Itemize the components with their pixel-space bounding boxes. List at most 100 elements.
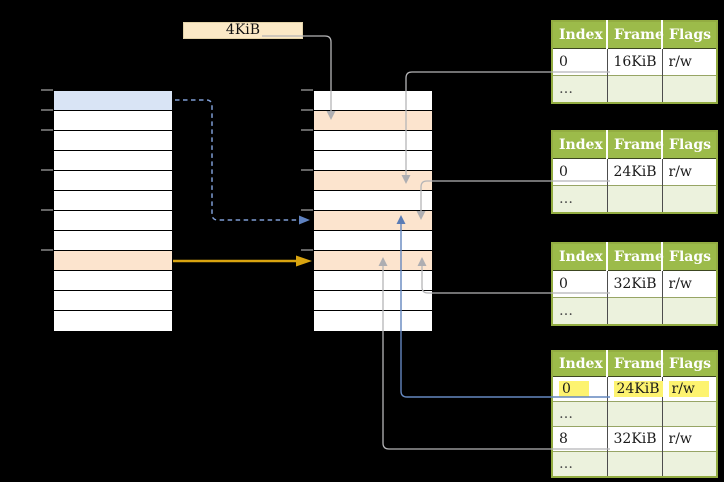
table-cell (661, 75, 717, 103)
page-size-label: 4KiB (183, 22, 303, 39)
table-header-cell: Flags (661, 21, 717, 49)
table-row: … (552, 451, 717, 477)
table-cell (661, 401, 717, 427)
memory-cell (54, 171, 172, 191)
table-cell: … (552, 185, 607, 213)
memory-cell (314, 211, 432, 231)
table-cell-text: … (559, 303, 573, 319)
table-row: … (552, 297, 717, 325)
memory-cell (314, 271, 432, 291)
table-header-cell: Frame (606, 131, 664, 159)
table-cell: 24KiB (606, 376, 663, 402)
table-cell-text: … (559, 456, 573, 472)
table-row: 0 32KiB r/w (552, 270, 717, 298)
memory-cell (54, 231, 172, 251)
arrowhead-right-icon (299, 215, 310, 225)
table-cell-text: r/w (668, 276, 692, 292)
table-row: 8 32KiB r/w (552, 426, 717, 452)
table-cell: 0 (552, 158, 607, 186)
table-cell: r/w (661, 426, 717, 452)
table-cell (606, 401, 662, 427)
table-row: 0 24KiB r/w (552, 376, 717, 402)
table-header-cell: Index (552, 243, 607, 271)
table-cell: 0 (552, 376, 607, 402)
table-cell-text: 32KiB (613, 431, 657, 447)
memory-cell (314, 151, 432, 171)
table-header-cell: Index (552, 131, 607, 159)
table-cell-text: … (559, 191, 573, 207)
table-cell-text: … (559, 406, 573, 422)
virtual-memory-column (53, 90, 173, 332)
table-cell: 32KiB (606, 270, 662, 298)
table-cell: 0 (552, 270, 607, 298)
table-cell-text: r/w (668, 381, 709, 397)
table-cell-text: 16KiB (613, 54, 657, 70)
table-cell (606, 185, 662, 213)
memory-cell (314, 231, 432, 251)
memory-cell (314, 251, 432, 271)
memory-cell (54, 111, 172, 131)
table-cell-text: r/w (668, 431, 692, 447)
table-header-cell: Index (552, 21, 607, 49)
table-cell-text: r/w (668, 54, 692, 70)
table-header-cell: Flags (661, 351, 717, 377)
table-cell: r/w (661, 270, 717, 298)
table-cell: … (552, 297, 607, 325)
table-header-cell: Flags (661, 243, 717, 271)
memory-cell (314, 91, 432, 111)
memory-cell (314, 111, 432, 131)
table-header-cell: Frame (606, 21, 664, 49)
table-row: 0 24KiB r/w (552, 158, 717, 186)
table-cell: r/w (661, 158, 717, 186)
table-cell (661, 185, 717, 213)
table-cell (661, 451, 717, 477)
table-cell: 8 (552, 426, 607, 452)
memory-cell (54, 311, 172, 331)
virtual-to-physical-dashed-arrow (175, 99, 298, 221)
memory-cell (54, 251, 172, 271)
table-cell: … (552, 401, 607, 427)
table-cell-text: 8 (559, 431, 568, 447)
table-cell: … (552, 451, 607, 477)
table-cell: 24KiB (606, 158, 662, 186)
table-row: … (552, 75, 717, 103)
table-cell (606, 75, 662, 103)
table-cell-text: 0 (559, 54, 568, 70)
table-cell-text: 0 (559, 276, 568, 292)
table-cell-text: 0 (559, 164, 568, 180)
table-header-cell: Frame (606, 243, 664, 271)
table-row: … (552, 185, 717, 213)
arrowhead-right-icon (296, 255, 312, 267)
table-cell-text: 24KiB (613, 381, 663, 397)
table-cell (606, 451, 662, 477)
table-header-cell: Flags (661, 131, 717, 159)
table-cell: 16KiB (606, 48, 662, 76)
memory-cell (314, 311, 432, 331)
physical-memory-column (313, 90, 433, 332)
table-cell (661, 297, 717, 325)
table-cell-text: 24KiB (613, 164, 657, 180)
table-header-cell: Index (552, 351, 607, 377)
memory-cell (54, 291, 172, 311)
memory-cell (54, 91, 172, 111)
table-cell: r/w (661, 48, 717, 76)
table-cell-text: r/w (668, 164, 692, 180)
table-cell-text: … (559, 81, 573, 97)
memory-cell (54, 131, 172, 151)
table-cell-text: 0 (559, 381, 589, 397)
table-cell-text: 32KiB (613, 276, 657, 292)
table-cell: 32KiB (606, 426, 662, 452)
memory-cell (314, 131, 432, 151)
memory-cell (54, 271, 172, 291)
table-row: … (552, 401, 717, 427)
memory-cell (54, 151, 172, 171)
memory-cell (314, 171, 432, 191)
table-cell: 0 (552, 48, 607, 76)
memory-cell (54, 211, 172, 231)
memory-cell (314, 191, 432, 211)
table-cell: r/w (661, 376, 717, 402)
